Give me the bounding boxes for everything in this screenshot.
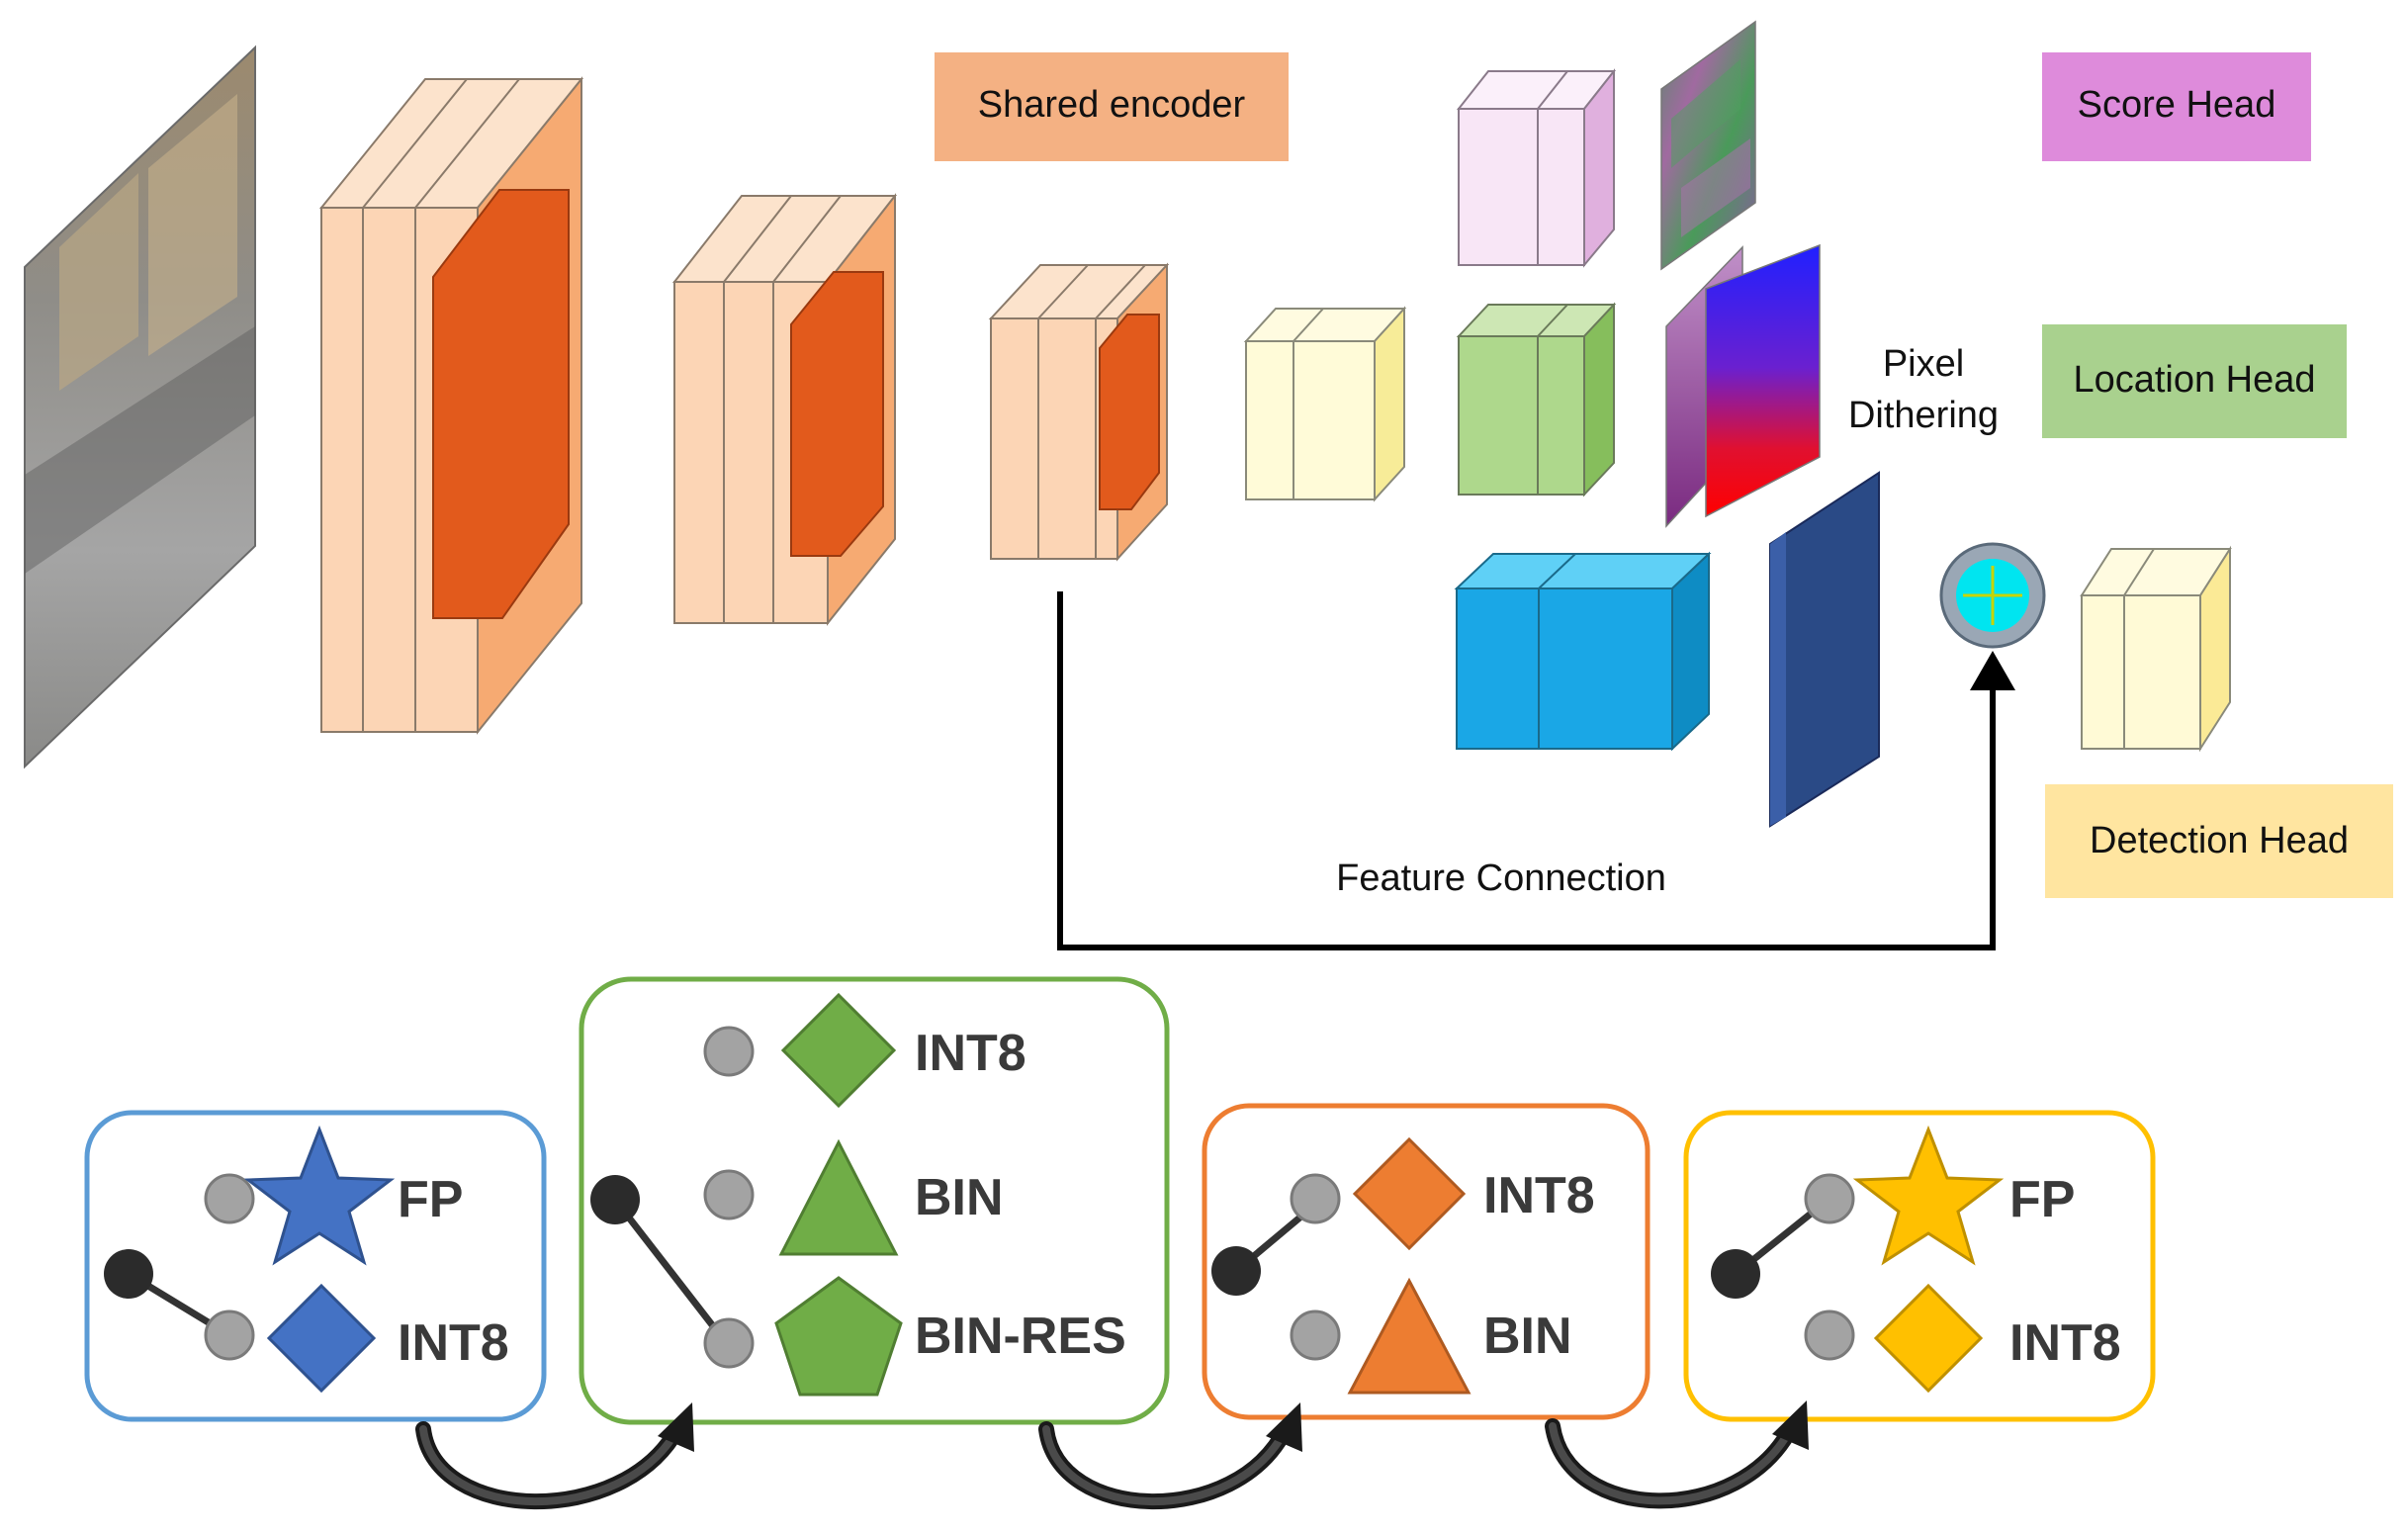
precision-group-2: INT8 BIN BIN-RES	[579, 976, 1170, 1425]
score-head-label: Score Head	[2042, 52, 2311, 161]
option-dot-icon	[204, 1173, 255, 1224]
bin-triangle-icon	[778, 1138, 899, 1256]
option-dot-icon	[703, 1026, 755, 1077]
option-label: BIN-RES	[915, 1308, 1126, 1365]
detection-head-text: Detection Head	[2090, 820, 2349, 861]
precision-group-3: INT8 BIN	[1202, 1103, 1650, 1420]
option-label: FP	[2009, 1171, 2075, 1228]
option-dot-icon	[1290, 1309, 1341, 1361]
location-head-text: Location Head	[2073, 359, 2315, 401]
option-dot-icon	[703, 1317, 755, 1369]
detection-blue-block	[1454, 551, 1712, 752]
transition-arrow-1	[415, 1402, 694, 1510]
switch-pivot-icon	[104, 1249, 153, 1299]
detection-head-block	[2080, 545, 2232, 753]
feature-connection-label: Feature Connection	[1336, 858, 1666, 899]
option-dot-icon	[703, 1169, 755, 1220]
option-label: BIN	[915, 1169, 1004, 1226]
option-dot-icon	[1290, 1173, 1341, 1224]
location-head-label: Location Head	[2042, 324, 2347, 438]
bin-res-pentagon-icon	[774, 1276, 903, 1397]
int8-diamond-icon	[1352, 1136, 1467, 1251]
precision-group-4: FP INT8	[1683, 1110, 2156, 1422]
transition-arrow-2	[1038, 1402, 1302, 1510]
location-head-block	[1456, 302, 1617, 497]
switch-pivot-icon	[590, 1175, 640, 1224]
int8-diamond-icon	[1873, 1283, 1984, 1394]
switch-pivot-icon	[1711, 1249, 1760, 1299]
fp-star-icon	[243, 1125, 396, 1266]
pixel-label: Pixel	[1883, 343, 1964, 385]
option-label: INT8	[398, 1314, 509, 1372]
encoder-block-3	[988, 262, 1170, 562]
dithered-feature-bar	[1769, 471, 1880, 828]
score-head-block	[1456, 68, 1617, 268]
score-map-image	[1660, 20, 1756, 271]
bin-triangle-icon	[1347, 1277, 1472, 1395]
option-dot-icon	[1804, 1309, 1855, 1361]
option-label: INT8	[2009, 1314, 2121, 1372]
option-dot-icon	[1804, 1173, 1855, 1224]
fp-star-icon	[1852, 1125, 2005, 1266]
add-operator-icon	[1939, 542, 2046, 649]
shared-feature-block	[1243, 306, 1407, 502]
dithering-label: Dithering	[1848, 395, 1999, 436]
int8-diamond-icon	[266, 1283, 377, 1394]
switch-pivot-icon	[1211, 1246, 1261, 1296]
option-label: INT8	[915, 1025, 1026, 1082]
encoder-block-1	[318, 76, 584, 735]
option-dot-icon	[204, 1309, 255, 1361]
option-label: FP	[398, 1171, 463, 1228]
option-label: BIN	[1483, 1308, 1572, 1365]
transition-arrow-3	[1545, 1400, 1809, 1509]
precision-group-1: FP INT8	[84, 1110, 547, 1422]
input-image	[24, 45, 256, 769]
int8-diamond-icon	[780, 992, 897, 1109]
detection-head-label: Detection Head	[2045, 784, 2393, 898]
encoder-block-2	[671, 193, 898, 626]
shared-encoder-label: Shared encoder	[935, 52, 1289, 161]
shared-encoder-text: Shared encoder	[978, 84, 1246, 126]
option-label: INT8	[1483, 1167, 1595, 1224]
location-map-image	[1665, 243, 1821, 528]
score-head-text: Score Head	[2078, 84, 2276, 126]
feature-connection-arrow	[1057, 591, 2015, 950]
